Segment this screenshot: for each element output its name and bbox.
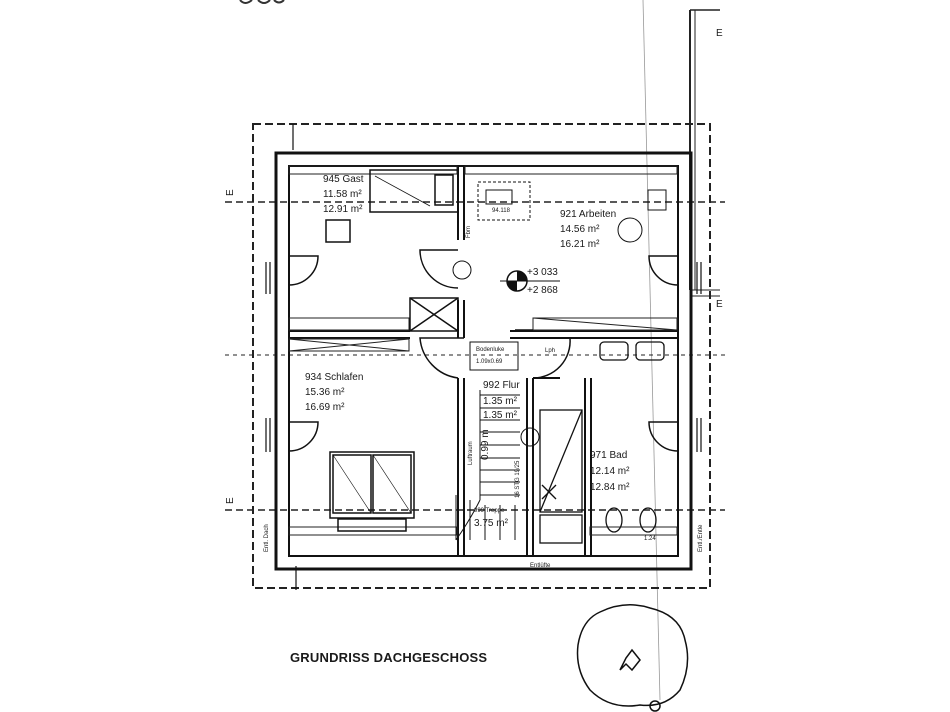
- gast-bed: [325, 169, 459, 243]
- doors: [288, 249, 679, 452]
- bad-fixtures: [539, 341, 665, 544]
- plan-caption: GRUNDRISS DACHGESCHOSS: [290, 650, 488, 665]
- windows: [265, 124, 702, 590]
- entluftung-left-label: Entl. Dach: [264, 524, 270, 552]
- stairs: [455, 390, 540, 541]
- room-name-schlafen: 934 Schlafen: [305, 372, 363, 383]
- neighbour-building: [642, 0, 720, 701]
- luftraum-label: Luftraum: [468, 441, 474, 465]
- storage-strips: [288, 165, 678, 536]
- stair-run-label: 16 STG 19/25: [515, 460, 521, 498]
- arbeiten-desk: [452, 181, 667, 280]
- room-area1-flur: 1.35 m²: [483, 396, 518, 407]
- interior-walls: [289, 166, 678, 556]
- fbm-label: Fbm: [466, 226, 472, 238]
- level-lower: +2 868: [527, 285, 558, 296]
- entluftung-bottom-label: Entlüfte: [530, 563, 551, 569]
- room-name-gast: 945 Gast: [323, 174, 364, 185]
- roof-outline: [252, 123, 711, 589]
- room-area1-schlafen: 15.36 m²: [305, 387, 345, 398]
- room-area2-gast: 12.91 m²: [323, 204, 363, 215]
- bodenluke-title: Bodenluke: [476, 347, 505, 353]
- bad-width-label: 1.24: [644, 536, 656, 542]
- edge-letter-right-mid: E: [716, 299, 723, 310]
- room-name-treppe: 999 Treppe: [474, 508, 505, 514]
- bodenluke-size: 1.09x0.69: [476, 359, 503, 365]
- dim-94-label: 94.118: [492, 208, 511, 214]
- stair-width-label: 0.99 m: [480, 429, 491, 460]
- tree-icon: [576, 604, 689, 712]
- room-area2-schlafen: 16.69 m²: [305, 402, 345, 413]
- entluftung-right-label: Entl./Entle: [698, 524, 704, 552]
- room-area1-treppe: 3.75 m²: [474, 518, 509, 529]
- room-name-bad: 971 Bad: [590, 450, 627, 461]
- schlafen-bed: [329, 451, 415, 532]
- bodenluke-box: [469, 341, 519, 371]
- room-area2-arbeiten: 16.21 m²: [560, 239, 600, 250]
- corner-mark: [239, 0, 285, 4]
- room-name-arbeiten: 921 Arbeiten: [560, 209, 616, 220]
- kneewall-lines: [225, 201, 725, 511]
- lph-label: Lph: [545, 348, 555, 354]
- room-area1-bad: 12.14 m²: [590, 466, 630, 477]
- room-area1-gast: 11.58 m²: [323, 189, 362, 200]
- edge-letter-left-bottom: E: [225, 497, 236, 504]
- room-name-flur: 992 Flur: [483, 380, 520, 391]
- room-area1-arbeiten: 14.56 m²: [560, 224, 600, 235]
- edge-letter-right-top: E: [716, 28, 723, 39]
- shaft: [409, 297, 459, 332]
- room-area2-bad: 12.84 m²: [590, 482, 630, 493]
- room-area2-flur: 1.35 m²: [483, 410, 518, 421]
- level-upper: +3 033: [527, 267, 558, 278]
- edge-letter-left-top: E: [225, 189, 236, 196]
- level-mark-icon: [500, 270, 560, 292]
